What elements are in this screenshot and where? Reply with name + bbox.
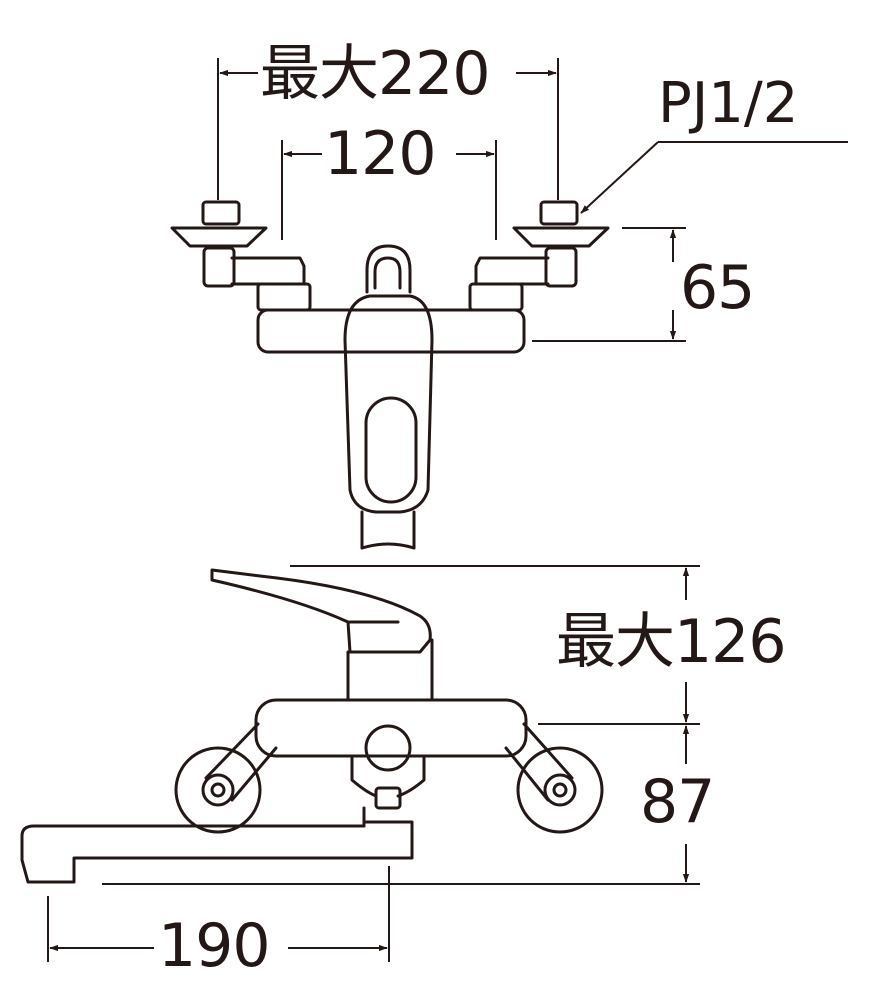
front-view [20,568,604,884]
left-wall-flange [174,746,262,834]
label-pj-thread: PJ1/2 [658,71,799,136]
lever-top [343,294,434,514]
left-flange [170,226,268,248]
left-union-nut [256,282,312,312]
outlet-knob [364,724,412,772]
dim-120 [281,140,497,240]
right-wall-flange [516,746,604,834]
right-leg [504,722,574,802]
top-view [170,200,610,550]
dim-87 [102,723,700,885]
label-max-220: 最大220 [260,39,491,109]
left-eccentric-joint [202,246,236,288]
label-120: 120 [324,119,437,189]
lever-grip-slot [364,396,418,504]
dim-max-220 [217,58,559,200]
body-bar [256,308,526,354]
left-arm [230,256,306,286]
label-max-126: 最大126 [556,607,787,677]
label-190: 190 [158,911,271,981]
left-leg [204,722,278,802]
right-eccentric-joint [544,246,578,288]
lever-side [210,568,432,654]
body-neck [346,638,434,702]
right-union-nut [468,282,524,312]
label-87: 87 [640,767,715,837]
dim-pj-leader [580,141,848,214]
left-inlet-nut [201,200,241,226]
dim-max-126 [290,565,700,723]
body-front [254,698,528,758]
right-flange [512,226,610,248]
spout [20,806,414,884]
spout-stub [360,510,416,550]
dim-190 [47,866,390,962]
dim-65 [532,227,686,342]
lever-knob [365,244,412,294]
right-inlet-nut [539,200,579,226]
right-arm [474,256,550,286]
label-65: 65 [680,253,755,323]
